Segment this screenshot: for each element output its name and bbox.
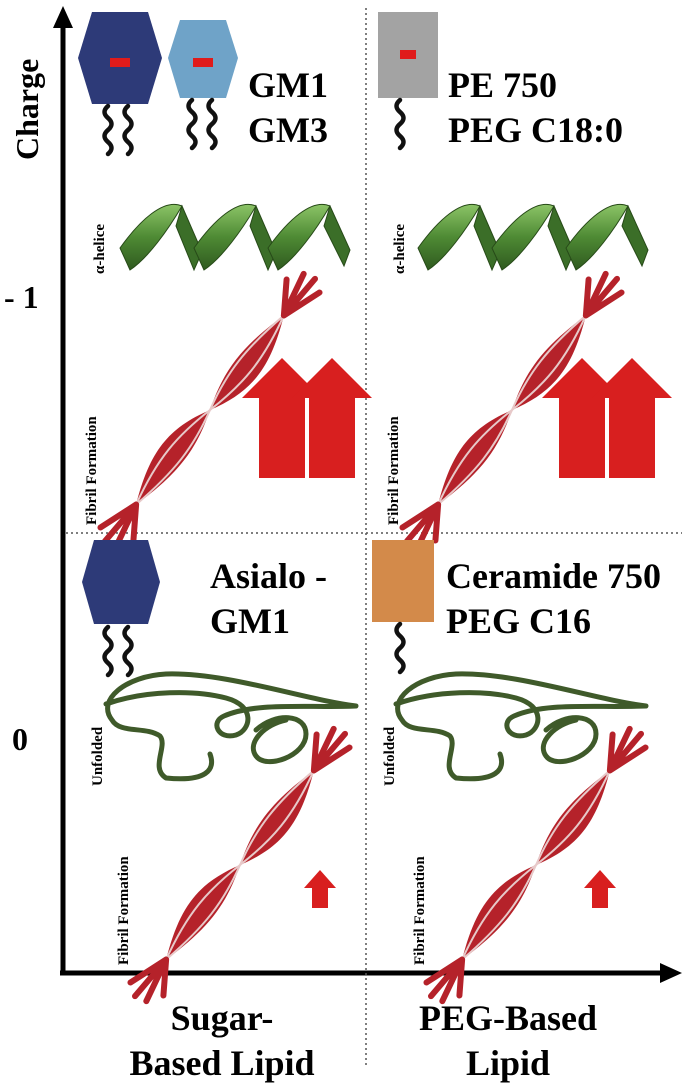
x-label-left-line2: Based Lipid [129,1043,314,1083]
asialo-gm1-tails [105,627,132,675]
fibril [417,720,655,1009]
quadrant-top-left: GM1 GM3 α-helice Fibril Formation [78,12,372,555]
y-tick-minus-one: - 1 [4,279,39,315]
peg-tails [397,100,404,148]
structure-label: α-helice [392,224,408,274]
fibril-label: Fibril Formation [412,856,428,965]
lipid-name: GM3 [248,110,328,150]
fibril-label: Fibril Formation [386,416,402,525]
fibril [121,720,359,1009]
structure-label: Unfolded [382,726,398,786]
lipid-name: PEG C18:0 [448,110,623,150]
x-label-right-line2: Lipid [466,1043,550,1083]
y-axis [53,6,73,975]
fibril-label: Fibril Formation [84,416,100,525]
quadrant-bottom-left: Asialo - GM1 Unfolded Fibril Formation [82,540,359,1010]
quadrant-bottom-right: Ceramide 750 PEG C16 Unfolded Fibril For… [372,540,661,1010]
lipid-name: GM1 [248,65,328,105]
y-axis-title: Charge [9,59,45,160]
lipid-name: PE 750 [448,65,557,105]
peg-charge-mark [400,50,416,59]
lipid-name: Ceramide 750 [446,556,661,596]
lipid-name: Asialo - [210,556,327,596]
structure-label: Unfolded [90,726,106,786]
y-tick-zero: 0 [12,721,28,757]
ceramide-tails [397,624,404,672]
fibril-increase-arrow [304,870,336,908]
asialo-gm1-headgroup [82,540,160,624]
gm3-charge-mark [193,58,213,67]
gm1-charge-mark [110,58,130,67]
alpha-helix [417,203,649,271]
structure-label: α-helice [92,224,108,274]
x-label-left-line1: Sugar- [171,998,274,1038]
lipid-name: GM1 [210,601,290,641]
gm3-tails [189,100,216,148]
lipid-name: PEG C16 [446,601,591,641]
quadrant-top-right: PE 750 PEG C18:0 α-helice Fibril Formati… [378,12,672,555]
fibril-increase-arrow [584,870,616,908]
fibril-label: Fibril Formation [116,856,132,965]
ceramide-headgroup [372,540,434,622]
alpha-helix [119,203,351,271]
gm1-tails [105,106,132,154]
x-label-right-line1: PEG-Based [419,998,597,1038]
